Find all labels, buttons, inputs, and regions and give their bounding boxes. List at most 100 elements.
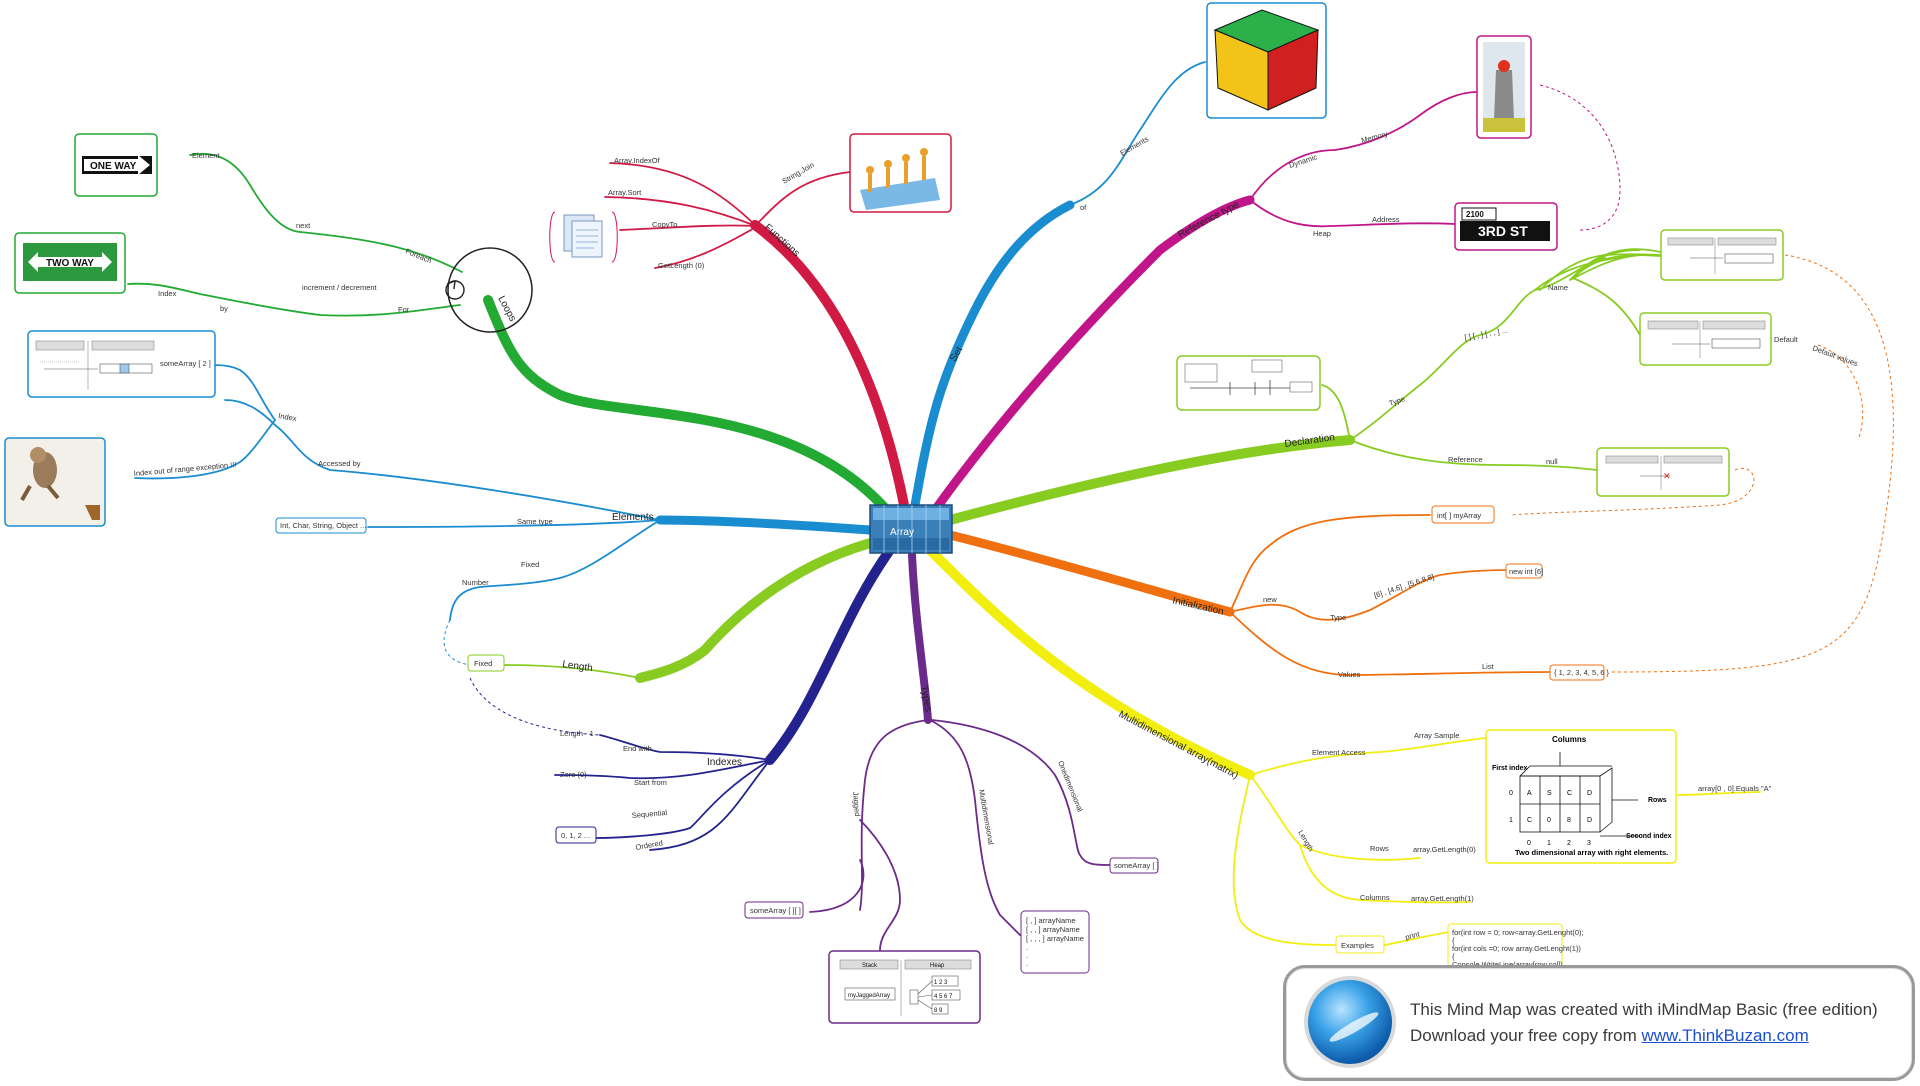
- loops-increment: increment / decrement: [302, 283, 378, 292]
- list-values-box: [1549, 664, 1605, 681]
- el-accessed-box-line: [214, 364, 276, 421]
- el-accessed: Accessed by: [318, 459, 361, 468]
- md-columns-line: [1299, 844, 1471, 904]
- md-print-line: [1384, 931, 1451, 946]
- two-way-image: TWO WAY: [14, 232, 126, 294]
- types-multidim-line: [929, 719, 1021, 936]
- branch-set: [910, 200, 1075, 510]
- name-figure-1: [1660, 229, 1784, 281]
- init-type-dims: [6] , [4,6] , [5,6,8,8]: [1373, 572, 1435, 600]
- svg-text:0: 0: [1509, 790, 1513, 797]
- relation-image-loop: [1539, 84, 1621, 231]
- coyote-image: [4, 437, 106, 527]
- jagged-heap-label: Heap: [930, 963, 945, 969]
- loops-foreach: Foreach: [404, 247, 433, 266]
- multi-sample-0: [ , ] arrayName: [1026, 916, 1076, 925]
- svg-text:1: 1: [1509, 817, 1513, 824]
- branch-functions: [750, 220, 910, 515]
- decl-type-to-fig: [1321, 384, 1351, 441]
- center-node[interactable]: Array: [869, 504, 953, 554]
- idx-startfrom-line: [554, 759, 771, 780]
- label-multidim: Multidimensional array(matrix): [1117, 709, 1240, 782]
- jagged-stack-label: Stack: [862, 963, 878, 969]
- matrix-caption: Two dimensional array with right element…: [1515, 848, 1668, 857]
- banner-line-2: Download your free copy from www.ThinkBu…: [1410, 1026, 1809, 1046]
- some-array-figure: someArray [ 2 ]: [27, 330, 216, 398]
- decl-name-to-box1: [1574, 248, 1661, 276]
- sub-branches: [127, 61, 1761, 951]
- idx-endwith-line: [599, 734, 771, 761]
- md-length-line: [1249, 774, 1421, 861]
- multi-sample-3: .: [1026, 943, 1028, 952]
- fn-indexof: Array.IndexOf: [614, 156, 661, 165]
- jagged-sample-box: [744, 901, 804, 919]
- lighthouse-card-image: [1476, 35, 1532, 139]
- el-number: Number: [462, 578, 489, 587]
- init-list: List: [1482, 662, 1495, 671]
- types-onedim-line: [931, 719, 1111, 866]
- declaration-figure: [1176, 355, 1321, 411]
- el-fixed-line: [449, 519, 661, 621]
- examples-box: [1335, 935, 1385, 954]
- relations: [443, 84, 1894, 736]
- svg-text:A: A: [1527, 790, 1532, 797]
- el-accessed-index-line: [134, 419, 276, 480]
- relation-null: [1509, 467, 1755, 516]
- md-rows: Rows: [1370, 844, 1389, 853]
- init-values: Values: [1338, 670, 1361, 679]
- documents-image: [549, 211, 618, 263]
- decl-name-boxes: [1572, 254, 1661, 336]
- md-columns-value: array.GetLength(1): [1411, 894, 1474, 903]
- loops-next: next: [296, 221, 311, 230]
- types-jagged-sample: [809, 859, 865, 913]
- street-sign-image: 2100 3RD ST: [1454, 202, 1558, 251]
- multi-sample-4: .: [1026, 951, 1028, 960]
- reference-figure: ✕: [1596, 447, 1730, 497]
- rubiks-cube-image: [1206, 2, 1327, 119]
- svg-text:D: D: [1587, 817, 1592, 824]
- branch-multidim: [925, 545, 1255, 780]
- types-list-box: [275, 517, 367, 534]
- jagged-figure: Stack Heap myJaggedArray 1 2 3 4 5 6 7 8…: [828, 950, 981, 1024]
- code-3: {: [1452, 952, 1455, 961]
- branch-declaration: [945, 435, 1355, 525]
- types-jagged-stack: [859, 819, 901, 951]
- banner-line-1: This Mind Map was created with iMindMap …: [1410, 1000, 1878, 1019]
- decl-default-arrow: Default values: [1811, 343, 1859, 368]
- multi-sample-1: [ , , ] arrayName: [1026, 925, 1080, 934]
- fn-copyto: CopyTo: [652, 220, 677, 229]
- idx-seq-text: 0, 1, 2 ...: [561, 831, 590, 840]
- el-sametype-line: [367, 519, 661, 528]
- matrix-col-indices: 0 1 2 3: [1527, 840, 1591, 847]
- thinkbuzan-link[interactable]: www.ThinkBuzan.com: [1641, 1026, 1809, 1045]
- label-elements: Elements: [612, 512, 654, 523]
- md-examples-line: [1232, 774, 1336, 946]
- relation-fixed-length: [469, 677, 601, 736]
- street-sign-small: 2100: [1466, 210, 1484, 219]
- newint-box: [1505, 563, 1543, 579]
- functions-indexof-line: [609, 162, 759, 229]
- code-4: Console.WriteLine(array[row,col]): [1452, 960, 1563, 969]
- decl-default: Default: [1774, 335, 1799, 344]
- jagged-sample-text: someArray [ ][ ]: [750, 906, 801, 915]
- init-type: Type: [1330, 613, 1346, 622]
- multi-sample-5: .: [1026, 959, 1028, 968]
- svg-text:8: 8: [1567, 817, 1571, 824]
- examples-text: Examples: [1341, 941, 1374, 950]
- ref-address: Address: [1372, 215, 1400, 224]
- el-fixed: Fixed: [521, 560, 539, 569]
- text-boxes: Int, Char, String, Object ... Fixed 0, 1…: [275, 505, 1610, 975]
- loops-for-line: [127, 282, 461, 317]
- matrix-row1: 1 C 0 8 D: [1509, 817, 1592, 824]
- branch-initialization: [945, 530, 1235, 617]
- decl-name: Name: [1548, 283, 1568, 292]
- md-access-line: [1249, 737, 1486, 776]
- set-of: of: [1080, 203, 1087, 212]
- md-print: print: [1404, 929, 1421, 942]
- imindmap-banner: This Mind Map was created with iMindMap …: [1283, 965, 1915, 1081]
- decl-null: null: [1546, 457, 1558, 466]
- length-fixed-line: [504, 664, 641, 679]
- functions-copyto-line: [619, 224, 756, 231]
- main-branches: [483, 195, 1355, 780]
